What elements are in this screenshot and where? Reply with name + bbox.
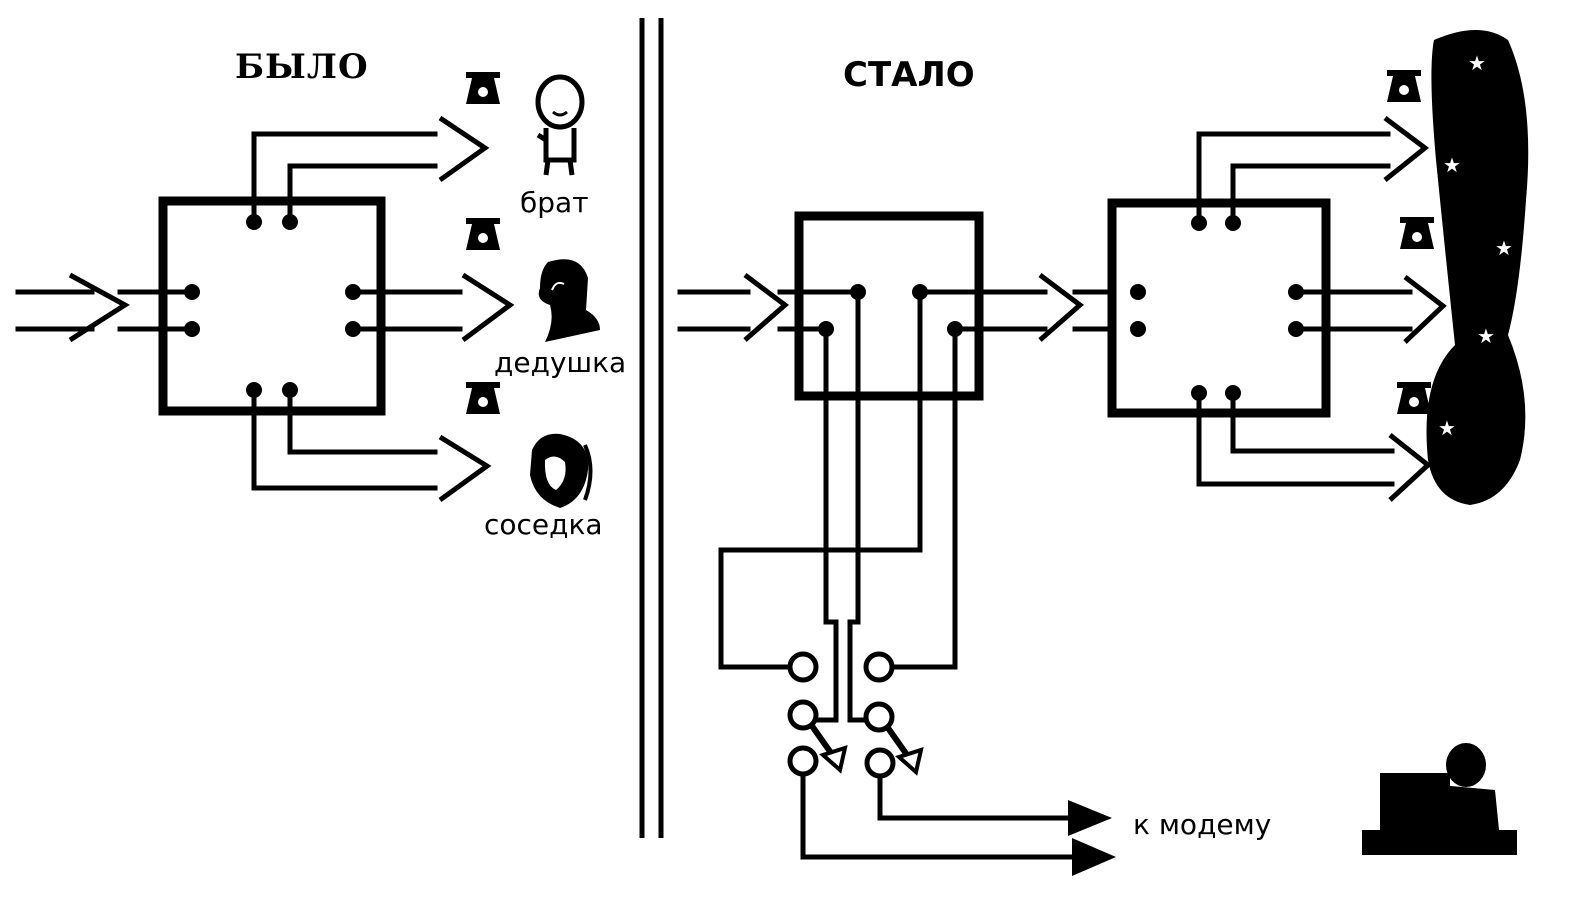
phone-icon (466, 382, 500, 414)
contact-dot (184, 321, 200, 337)
arrow-to-night-icon (1388, 433, 1432, 502)
after-title: СТАЛО (843, 55, 975, 95)
before-junction-box (158, 196, 386, 416)
star-icon: ★ (1477, 324, 1495, 348)
arrow-to-brother-icon (438, 115, 490, 183)
contact-dot (1130, 321, 1146, 337)
contact-dot (184, 284, 200, 300)
phone-icon (466, 218, 500, 250)
star-icon: ★ (1438, 416, 1456, 440)
before-input-arrow-icon (68, 272, 130, 343)
before-title: БЫЛО (235, 47, 369, 87)
modem-arrow-icon (1068, 800, 1112, 836)
label-brother: брат (520, 186, 589, 219)
star-icon: ★ (1468, 51, 1486, 75)
arrow-to-neighbor-icon (438, 434, 492, 503)
after-junction-box (1107, 198, 1331, 418)
before-input-line (15, 272, 130, 343)
label-to-modem: к модему (1133, 808, 1271, 841)
splitter-output-arrow-icon (1038, 273, 1084, 342)
modem-arrow-icon (1072, 838, 1116, 876)
neighbor-woman-icon (530, 433, 593, 508)
phone-icon (466, 72, 500, 104)
arrow-to-night-icon (1383, 116, 1430, 182)
child-icon (535, 74, 585, 176)
arrow-to-night-icon (1403, 275, 1447, 344)
star-icon: ★ (1443, 153, 1461, 177)
contact-dot (1130, 284, 1146, 300)
night-sky-icon: ★ ★ ★ ★ ★ (1426, 30, 1530, 505)
computer-user-icon (1362, 743, 1517, 855)
phone-icon (1400, 217, 1434, 249)
star-icon: ★ (1495, 236, 1513, 260)
splitter-box (794, 211, 984, 401)
label-neighbor: соседка (484, 508, 603, 541)
switch-icon[interactable] (787, 651, 924, 779)
arrow-to-grandfather-icon (461, 272, 515, 343)
phone-icon (1397, 382, 1431, 414)
grandfather-icon (538, 259, 600, 342)
label-grandfather: дедушка (494, 346, 626, 379)
after-input-arrow-icon (743, 273, 789, 342)
phone-icon (1387, 70, 1421, 102)
